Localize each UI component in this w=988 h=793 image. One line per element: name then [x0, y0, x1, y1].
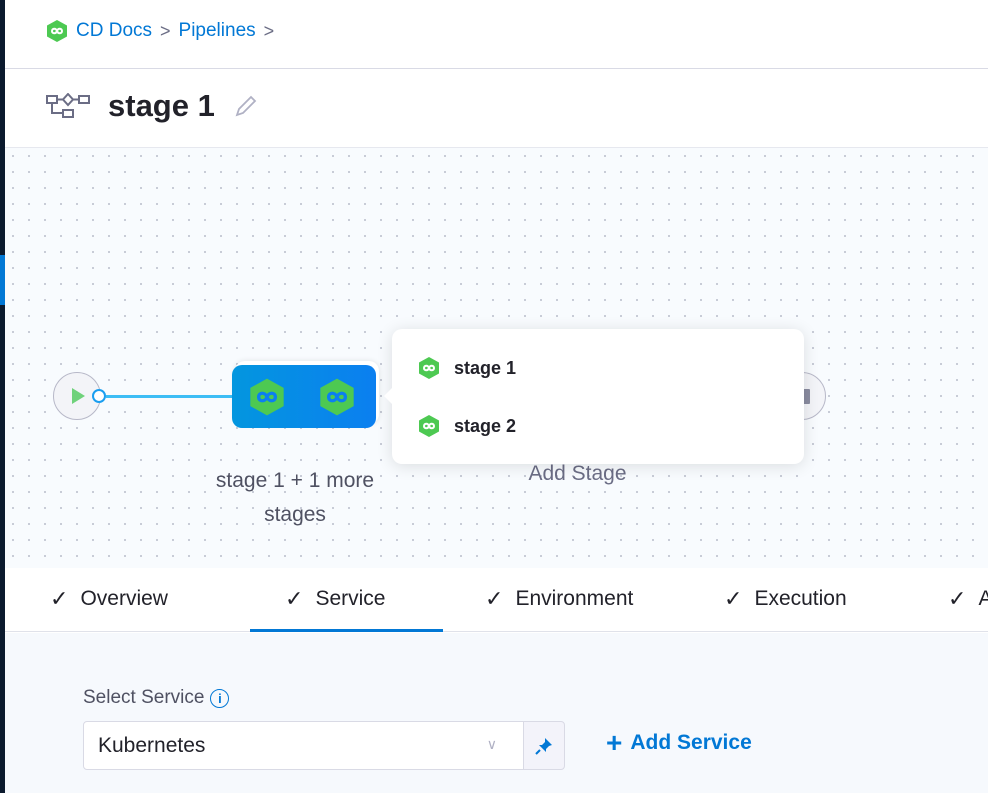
check-icon: ✓ [948, 586, 967, 611]
page-header: stage 1 [46, 88, 259, 124]
info-icon[interactable]: i [210, 688, 230, 708]
popover-item-stage-1[interactable]: stage 1 [418, 356, 516, 380]
tab-execution[interactable]: ✓ Execution [724, 586, 847, 612]
sidebar-active-indicator [0, 255, 5, 305]
cd-stage-icon [419, 357, 439, 379]
pipeline-link [106, 395, 234, 398]
check-icon: ✓ [285, 586, 304, 611]
check-icon: ✓ [724, 586, 743, 611]
pencil-icon[interactable] [233, 93, 259, 119]
tab-label: A [978, 587, 988, 610]
popover-item-label: stage 1 [454, 357, 517, 378]
tab-advanced[interactable]: ✓A [948, 586, 988, 612]
active-tab-indicator [250, 629, 443, 632]
add-service-button[interactable]: + Add Service [606, 727, 752, 758]
breadcrumb: CD Docs > Pipelines > [46, 18, 274, 44]
plus-icon: + [606, 727, 623, 758]
check-icon: ✓ [485, 586, 504, 611]
tab-overview[interactable]: ✓ Overview [50, 586, 168, 612]
play-icon [72, 388, 85, 404]
popover-item-stage-2[interactable]: stage 2 [418, 414, 516, 438]
tab-environment[interactable]: ✓ Environment [485, 586, 633, 612]
tab-service[interactable]: ✓ Service [285, 586, 385, 612]
chevron-down-icon: ∨ [486, 736, 497, 752]
selected-value: Kubernetes [98, 733, 206, 757]
tab-label: Overview [80, 587, 168, 610]
breadcrumb-pipelines[interactable]: Pipelines [178, 20, 256, 41]
pipeline-stages-icon [46, 93, 90, 118]
cd-stage-icon [419, 415, 439, 437]
stop-icon [803, 389, 810, 404]
cd-module-icon [47, 20, 67, 42]
check-icon: ✓ [50, 586, 69, 611]
chevron-right-icon: > [160, 20, 171, 41]
chevron-right-icon: > [263, 20, 275, 41]
stage-group-popover: stage 1 stage 2 [384, 329, 804, 464]
app-sidebar-strip [0, 0, 5, 793]
connector-port[interactable] [92, 389, 106, 403]
tab-label: Execution [754, 587, 847, 610]
tab-label: Service [315, 587, 386, 610]
stage-tabs: ✓ Overview ✓ Service ✓ Environment ✓ Executi… [5, 568, 988, 632]
pin-icon [535, 737, 552, 755]
page-title: stage 1 [108, 88, 215, 123]
popover-item-label: stage 2 [454, 415, 517, 436]
add-service-label: Add Service [630, 731, 752, 754]
service-select[interactable]: Kubernetes ∨ [83, 721, 524, 770]
tab-label: Environment [515, 587, 634, 610]
add-stage-label[interactable]: Add Stage [528, 462, 627, 485]
cd-stage-icon [320, 378, 354, 416]
pin-button[interactable] [523, 721, 565, 770]
stage-group-label: stage 1 + 1 more stages [215, 469, 375, 526]
divider [5, 68, 988, 69]
cd-stage-icon [250, 378, 284, 416]
field-label: Select Service [83, 687, 205, 708]
stage-group-node[interactable] [232, 365, 376, 428]
breadcrumb-cd-docs[interactable]: CD Docs [76, 20, 153, 41]
